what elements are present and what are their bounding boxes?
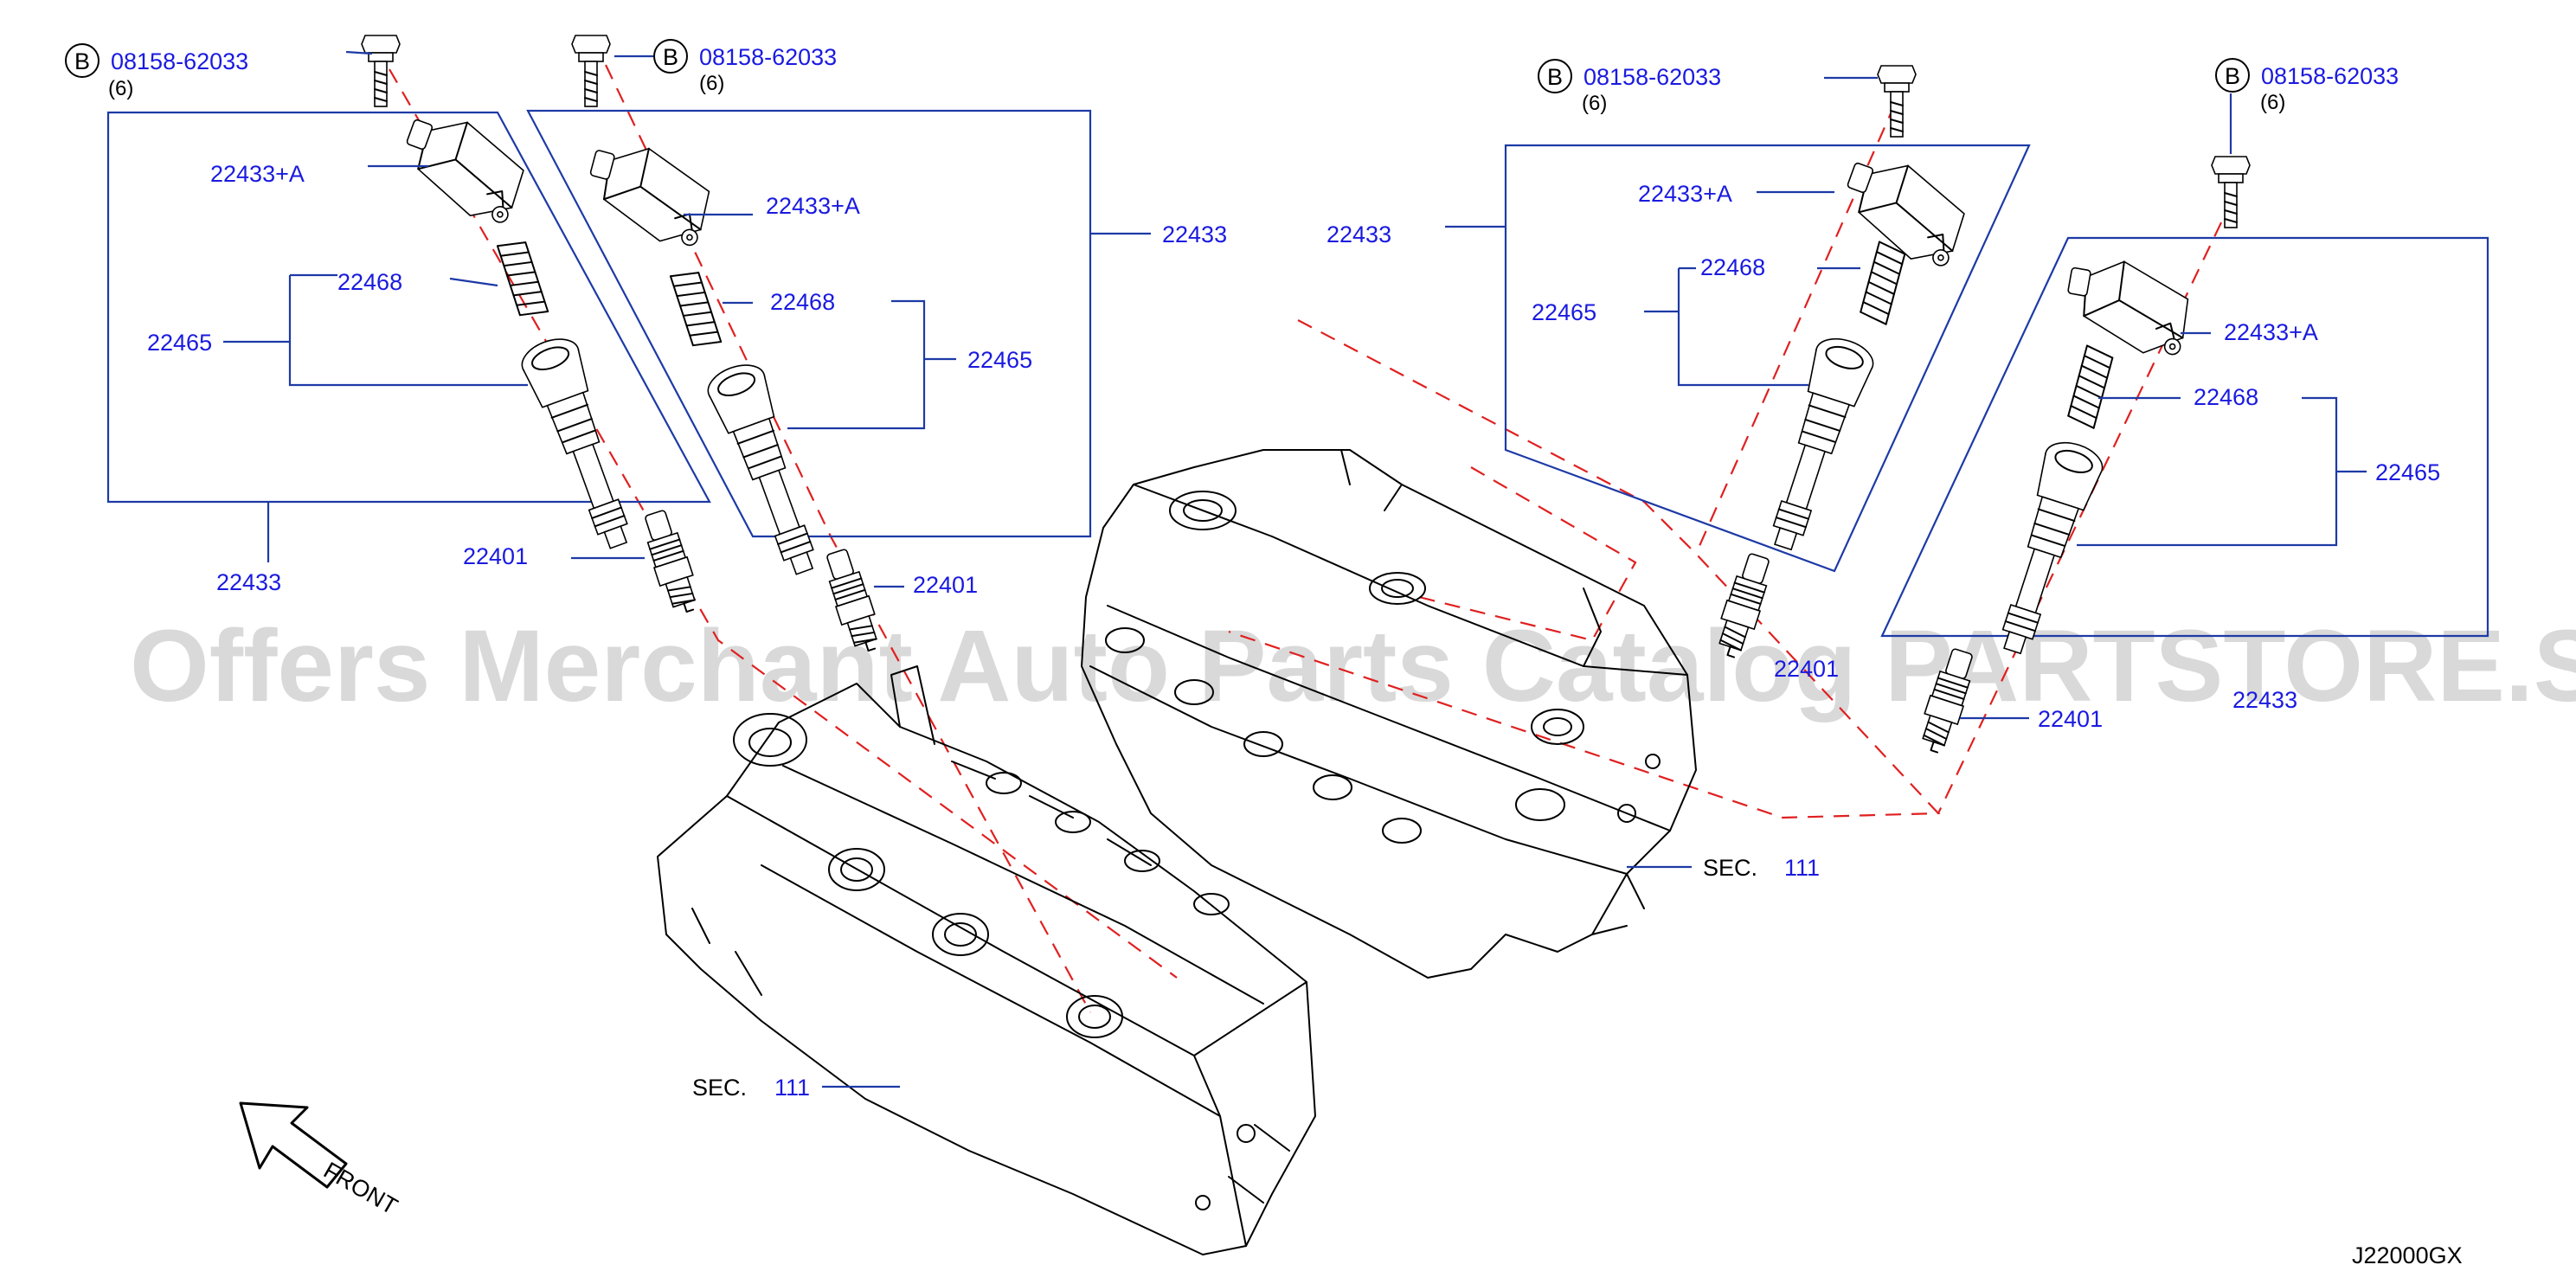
bolt-left-rear: B 08158-62033 (6) (571, 35, 837, 107)
bolt-symbol: B (1547, 64, 1563, 90)
label-22433-right-rear: 22433 (2232, 687, 2297, 713)
label-bolt-qty: (6) (2260, 91, 2285, 114)
bolt-right-front: B 08158-62033 (6) (1538, 59, 1917, 138)
label-bolt-part: 08158-62033 (699, 44, 837, 70)
bolt-symbol: B (2225, 63, 2240, 89)
label-coil-with-a: 22433+A (766, 193, 860, 219)
label-spring: 22468 (337, 269, 402, 295)
cylinder-head-right (1081, 449, 1697, 979)
label-bolt-qty: (6) (1582, 92, 1607, 115)
label-boot: 22465 (147, 330, 212, 356)
label-boot: 22465 (1532, 299, 1596, 325)
coil-stack-left-rear: 22433+A 22468 22465 22401 (577, 134, 1032, 658)
front-label: FRONT (319, 1157, 402, 1219)
label-bolt-qty: (6) (108, 77, 133, 100)
bank-frame-right-rear: 22433 (1880, 236, 2489, 713)
label-sec-number: 111 (774, 1075, 810, 1101)
section-ref-left: SEC. 111 (692, 1075, 900, 1101)
label-spark-plug: 22401 (2038, 706, 2103, 732)
coil-stack-right-front: 22433+A 22468 22465 22401 (1532, 147, 1976, 682)
label-bolt-part: 08158-62033 (111, 48, 248, 74)
label-bolt-qty: (6) (699, 72, 724, 95)
label-22433-left-front: 22433 (216, 569, 281, 595)
label-spark-plug-partial: 22401 (1774, 656, 1839, 682)
label-bolt-part: 08158-62033 (2261, 63, 2399, 89)
coil-stack-left-front: 22433+A 22468 22465 22401 (147, 104, 704, 619)
bolt-left-front: B 08158-62033 (6) (65, 35, 401, 107)
label-22433-left-rear: 22433 (1162, 221, 1227, 247)
label-coil-with-a: 22433+A (210, 161, 305, 187)
bank-frame-left-front: 22433 (106, 111, 711, 595)
label-spring: 22468 (1700, 254, 1765, 280)
label-boot: 22465 (2375, 459, 2440, 485)
bolt-symbol: B (663, 44, 678, 70)
label-sec: SEC. (692, 1075, 747, 1101)
label-coil-with-a: 22433+A (2224, 319, 2318, 345)
coil-stack-right-rear: 22433+A 22468 22465 22401 (1913, 252, 2440, 757)
label-boot: 22465 (967, 347, 1032, 373)
label-spring: 22468 (2194, 384, 2258, 410)
front-arrow: FRONT (239, 1101, 402, 1220)
bolt-right-rear: B 08158-62033 (6) (2211, 58, 2399, 228)
cylinder-head-left (657, 665, 1316, 1255)
bank-frame-left-rear: 22433 (526, 109, 1227, 538)
section-ref-right: SEC. 111 (1627, 855, 1820, 881)
diagram-code: J22000GX (2352, 1242, 2463, 1268)
watermark-text: Offers Merchant Auto Parts Catalog PARTS… (130, 609, 2576, 723)
label-sec-number: 111 (1784, 855, 1820, 881)
bolt-symbol: B (74, 48, 90, 74)
label-spark-plug: 22401 (913, 572, 978, 598)
label-sec: SEC. (1703, 855, 1757, 881)
bank-frame-right-front: 22433 (1327, 144, 2031, 573)
label-22433-right-front: 22433 (1327, 221, 1391, 247)
label-spring: 22468 (770, 289, 835, 315)
label-coil-with-a: 22433+A (1638, 181, 1732, 207)
label-spark-plug: 22401 (463, 543, 528, 569)
label-bolt-part: 08158-62033 (1584, 64, 1721, 90)
